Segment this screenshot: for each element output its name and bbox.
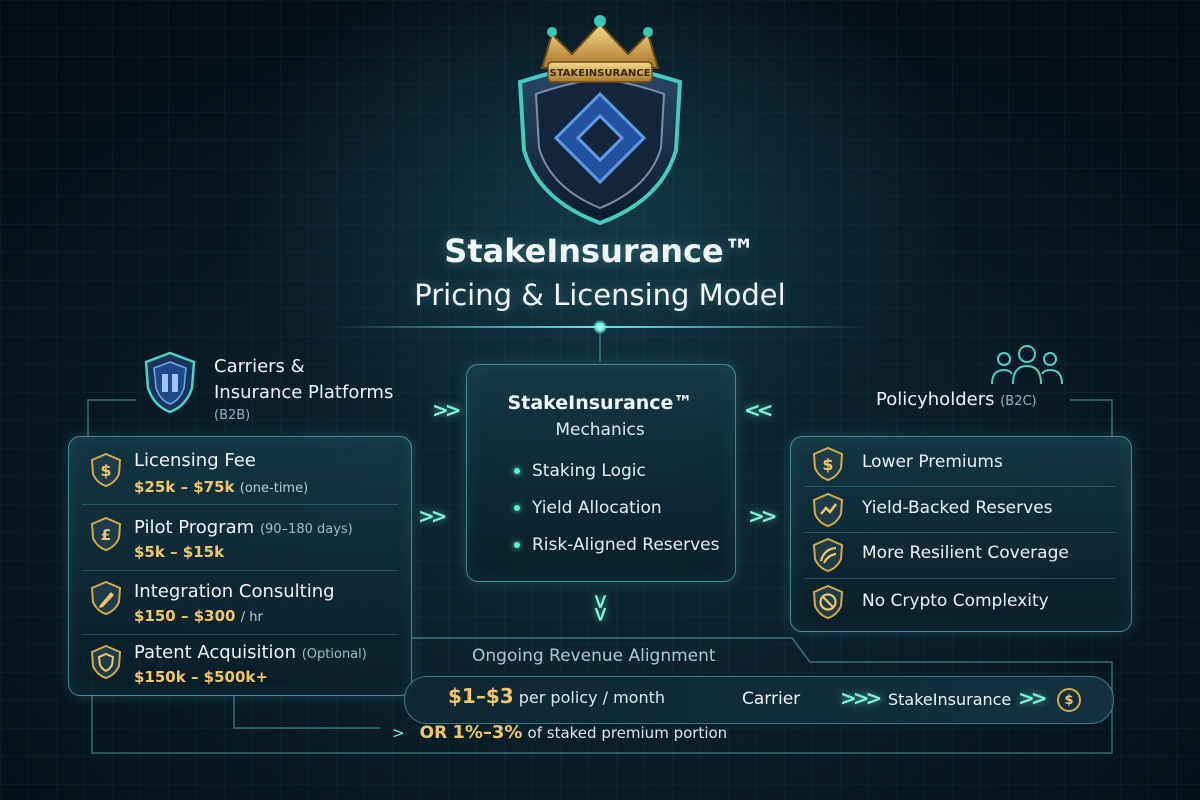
revenue-unit: per policy / month <box>518 688 666 707</box>
revenue-amount: $1–$3 <box>448 684 514 708</box>
b2c-heading: Policyholders <box>876 389 995 410</box>
b2c-benefits-panel <box>790 436 1132 632</box>
b2c-item-yield-backed-reserves: Yield-Backed Reserves <box>862 498 1053 518</box>
b2c-divider <box>804 532 1116 533</box>
revenue-per-policy: $1–$3 per policy / month <box>448 684 665 708</box>
flow-stakeinsurance: StakeInsurance <box>888 690 1012 709</box>
flow-carrier: Carrier <box>742 689 801 709</box>
b2b-heading-line2: Insurance Platforms <box>214 382 394 403</box>
svg-text:$: $ <box>822 455 833 474</box>
flow-arrow-icon: >> <box>1018 686 1047 710</box>
pilot-program-title: Pilot Program <box>134 517 255 538</box>
mechanics-to-b2c-arrow: >> <box>748 504 777 528</box>
shield-badge-icon <box>90 644 122 680</box>
page-title: StakeInsurance™ <box>444 232 756 270</box>
page-subtitle: Pricing & Licensing Model <box>414 278 786 312</box>
mechanics-to-revenue-arrow: >> <box>588 593 613 619</box>
flow-arrow-icon: >>> <box>840 686 882 710</box>
patent-acquisition-title-note: (Optional) <box>301 647 367 662</box>
integration-consulting-price: $150 – $300 <box>134 607 236 625</box>
mechanics-item-yield-allocation: Yield Allocation <box>514 498 662 518</box>
b2c-to-mechanics-arrow: << <box>744 398 773 422</box>
licensing-fee-title: Licensing Fee <box>134 450 256 471</box>
pilot-program-title-note: (90–180 days) <box>259 522 353 537</box>
mechanics-subtitle: Mechanics <box>555 420 645 440</box>
svg-text:£: £ <box>101 526 111 544</box>
or-label: OR <box>419 723 448 743</box>
mechanics-item-risk-aligned-reserves: Risk-Aligned Reserves <box>514 535 719 555</box>
mechanics-item-staking-logic: Staking Logic <box>514 461 646 481</box>
stakeinsurance-crest-logo: STAKEINSURANCE <box>517 15 683 225</box>
b2b-to-mechanics-arrow: >> <box>432 398 461 422</box>
b2c-item-more-resilient-coverage: More Resilient Coverage <box>862 543 1069 563</box>
crest-text: STAKEINSURANCE <box>550 68 651 79</box>
patent-acquisition-title: Patent Acquisition <box>134 642 296 663</box>
coin-icon: $ <box>1057 688 1081 712</box>
b2c-tag: (B2C) <box>1000 394 1037 409</box>
carrier-shield-icon <box>144 351 196 414</box>
yield-badge-icon <box>812 492 844 528</box>
pencil-badge-icon <box>90 580 122 616</box>
revenue-bar <box>404 676 1114 724</box>
dollar-badge-icon: $ <box>812 446 844 482</box>
integration-consulting-price-note: / hr <box>240 610 263 625</box>
b2c-item-lower-premiums: Lower Premiums <box>862 452 1003 472</box>
pilot-program-price: $5k – $15k <box>134 543 225 561</box>
dollar-badge-icon: $ <box>90 452 122 488</box>
or-amount: 1%–3% <box>452 722 523 743</box>
svg-text:$: $ <box>100 461 111 480</box>
integration-consulting-title: Integration Consulting <box>134 581 335 602</box>
b2b-heading: Carriers & <box>214 356 305 377</box>
patent-acquisition-price: $150k – $500k+ <box>134 668 268 686</box>
licensing-fee-price: $25k – $75k <box>134 478 235 496</box>
b2c-divider <box>804 578 1116 579</box>
no-sign-badge-icon <box>812 584 844 620</box>
b2b-divider <box>82 504 398 505</box>
b2b-tag: (B2B) <box>214 408 251 423</box>
licensing-fee-price-note: (one-time) <box>239 481 309 496</box>
revenue-alignment-title: Ongoing Revenue Alignment <box>472 646 716 666</box>
b2b-pricing-panel <box>68 436 412 696</box>
b2c-item-no-crypto-complexity: No Crypto Complexity <box>862 591 1049 611</box>
chevron-right-icon: > <box>392 724 405 742</box>
pound-badge-icon: £ <box>90 516 122 552</box>
mechanics-title: StakeInsurance™ <box>507 392 693 414</box>
b2b-panel-to-mechanics-arrow: >> <box>418 504 447 528</box>
or-description: of staked premium portion <box>527 724 728 742</box>
revenue-alternative: > OR 1%–3% of staked premium portion <box>392 722 727 743</box>
title-divider-node <box>593 320 607 334</box>
b2b-divider <box>82 570 398 571</box>
policyholders-people-icon <box>991 345 1063 385</box>
resilience-badge-icon <box>812 537 844 573</box>
b2b-divider <box>82 634 398 635</box>
b2c-divider <box>804 486 1116 487</box>
mechanics-panel <box>466 364 736 582</box>
